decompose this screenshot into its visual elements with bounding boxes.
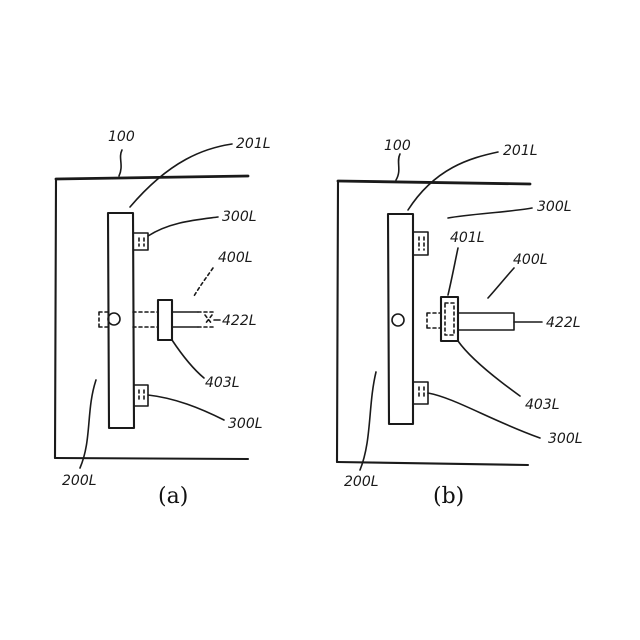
label-arm-assembly-b: 400L	[513, 252, 548, 268]
label-base-b: 200L	[344, 474, 379, 490]
arm-stub-left	[99, 312, 108, 327]
bracket-top	[413, 232, 428, 255]
vertical-member	[108, 213, 134, 428]
frame-top-line	[56, 176, 248, 179]
arm-422	[458, 313, 514, 330]
label-plate-b: 403L	[525, 397, 560, 413]
plate-403	[158, 300, 172, 340]
leader-100-b	[396, 154, 400, 180]
label-plate-top-b: 401L	[450, 230, 485, 246]
caption-a: (a)	[158, 484, 188, 509]
bracket-bottom-hatch	[419, 387, 424, 399]
leader-300L-bot-a	[148, 395, 224, 420]
bracket-bottom-hatch	[139, 390, 144, 401]
leader-403L-b	[458, 341, 520, 396]
caption-b: (b)	[433, 484, 464, 509]
arm-hole	[108, 313, 120, 325]
frame-top-line	[338, 181, 530, 184]
arm-422-end	[198, 312, 215, 327]
label-bracket-top-a: 300L	[222, 209, 257, 225]
label-base-a: 200L	[62, 473, 97, 489]
bracket-bottom	[413, 382, 428, 404]
leader-400L-b	[488, 268, 514, 298]
leader-200L-b	[360, 372, 376, 470]
label-bracket-top-b: 300L	[537, 199, 572, 215]
member-hole	[392, 314, 404, 326]
leader-100-a	[119, 150, 122, 176]
leader-400L-a	[194, 268, 213, 296]
label-arm-b: 422L	[546, 315, 581, 331]
leader-300L-top-a	[148, 217, 218, 236]
label-frame-a: 100	[108, 129, 135, 145]
label-frame-b: 100	[384, 138, 411, 154]
arm-through-member	[133, 312, 158, 327]
label-arm-a: 422L	[222, 313, 257, 329]
leader-403L-a	[172, 340, 204, 378]
leader-401L-b	[448, 248, 458, 295]
bracket-top-hatch	[139, 238, 144, 246]
frame-left-line	[55, 179, 56, 458]
panel-b: 100 201L 300L 401L 400L 422L 403L 300L 2…	[337, 138, 583, 509]
leader-300L-bot-b	[428, 393, 540, 438]
label-bracket-bottom-a: 300L	[228, 416, 263, 432]
bracket-top-hatch	[419, 237, 424, 250]
arm-422	[172, 312, 198, 327]
bracket-bottom	[134, 385, 148, 406]
plate-inner	[445, 303, 454, 335]
label-bracket-bottom-b: 300L	[548, 431, 583, 447]
bracket-top	[134, 233, 148, 250]
panel-a: 100 201L 300L 400L 422L 403L 300L 200L (…	[55, 129, 271, 509]
arm-stub-left	[427, 313, 441, 328]
frame-left-line	[337, 181, 338, 462]
label-vertical-member-a: 201L	[236, 136, 271, 152]
label-arm-assembly-a: 400L	[218, 250, 253, 266]
label-plate-a: 403L	[205, 375, 240, 391]
label-vertical-member-b: 201L	[503, 143, 538, 159]
leader-200L-a	[80, 380, 96, 468]
frame-bottom-line	[337, 462, 528, 465]
leader-300L-top-b	[448, 208, 532, 218]
